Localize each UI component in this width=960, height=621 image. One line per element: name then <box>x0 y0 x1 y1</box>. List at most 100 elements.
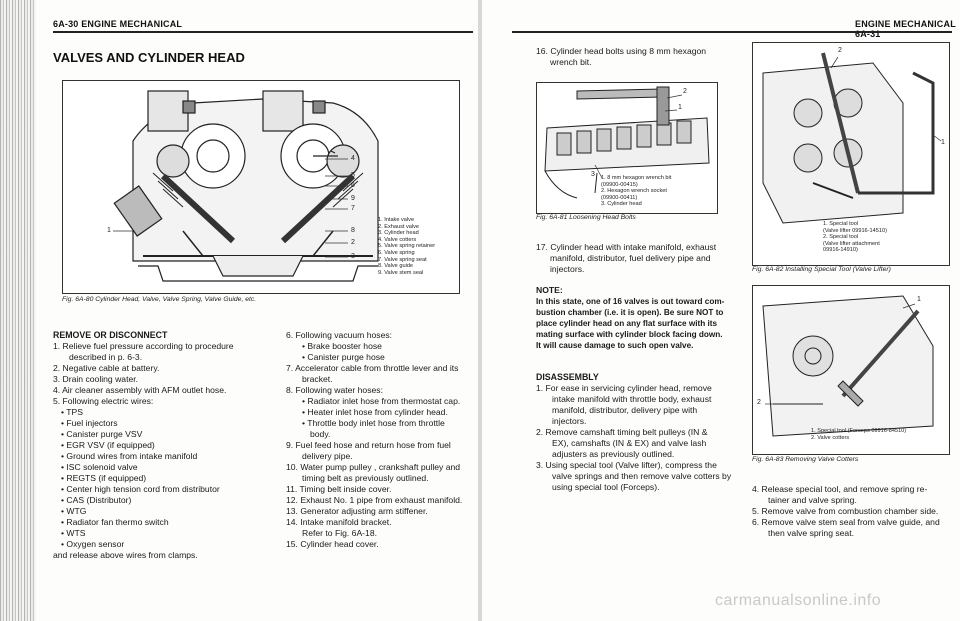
legend-item: 1. Special tool <box>823 221 859 227</box>
wire-item: ISC solenoid valve <box>53 462 278 473</box>
note-line: It will cause damage to such open valve. <box>536 341 694 350</box>
instruction-line: 16. Cylinder head bolts using 8 mm hexag… <box>536 46 707 56</box>
instruction-line: 4. Air cleaner assembly with AFM outlet … <box>53 385 227 395</box>
step-17: 17. Cylinder head with intake manifold, … <box>536 242 736 275</box>
right-header-rule <box>512 31 952 33</box>
left-header-rule <box>53 31 473 33</box>
figure-6a-80: 1 4 5 6 9 7 8 2 3 1. Intake valve 2. Exh… <box>62 80 460 294</box>
wire-item: TPS <box>53 407 278 418</box>
wire-item: Fuel injectors <box>53 418 278 429</box>
legend-item: 2. Hexagon wrench socket <box>601 188 667 195</box>
callout-1: 1 <box>917 296 921 303</box>
legend-item: 1. 8 mm hexagon wrench bit <box>601 175 672 181</box>
legend-item: 1. Intake valve <box>378 217 415 223</box>
figure-caption: Fig. 6A-81 Loosening Head Bolts <box>536 214 636 221</box>
instruction-line: wrench bit. <box>550 57 592 67</box>
instruction-line: described in p. 6-3. <box>69 352 143 362</box>
instruction-line: 12. Exhaust No. 1 pipe from exhaust mani… <box>286 495 463 505</box>
wire-item: WTG <box>53 506 278 517</box>
section-title: VALVES AND CYLINDER HEAD <box>53 50 245 65</box>
note-block: NOTE: In this state, one of 16 valves is… <box>536 285 746 351</box>
legend-item: 3. Cylinder head <box>378 230 419 237</box>
remove-column-1: REMOVE OR DISCONNECT 1. Relieve fuel pre… <box>53 330 278 561</box>
legend-item: 9. Valve stem seal <box>378 269 424 276</box>
instruction-line: 3. Drain cooling water. <box>53 374 139 384</box>
instruction-line: then valve spring seat. <box>768 528 854 538</box>
figure-legend: 1. 8 mm hexagon wrench bit (09900-00415)… <box>601 175 671 208</box>
figure-caption: Fig. 6A-80 Cylinder Head, Valve, Valve S… <box>62 296 257 303</box>
hose-item: Brake booster hose <box>286 341 476 352</box>
remove-heading: REMOVE OR DISCONNECT <box>53 330 168 340</box>
callout-5: 5 <box>351 172 355 179</box>
instruction-line: 10. Water pump pulley , crankshaft pulle… <box>286 462 461 472</box>
wire-item: REGTS (if equipped) <box>53 473 278 484</box>
note-line: In this state, one of 16 valves is out t… <box>536 297 725 306</box>
instruction-line: delivery pipe. <box>302 451 353 461</box>
wire-item: Oxygen sensor <box>53 539 278 550</box>
instruction-line: 3. Using special tool (Valve lifter), co… <box>536 460 717 470</box>
legend-item: 5. Valve spring retainer <box>378 243 436 250</box>
figure-6a-81: 2 1 3 1. 8 mm hexagon wrench bit (09900-… <box>536 82 718 214</box>
instruction-line: 6. Remove valve stem seal from valve gui… <box>752 517 940 527</box>
wire-item: CAS (Distributor) <box>53 495 278 506</box>
instruction-line: adjusters as previously outlined. <box>552 449 675 459</box>
right-page-header: ENGINE MECHANICAL 6A-31 <box>855 19 956 39</box>
page-edge-decoration <box>0 0 36 621</box>
callout-4: 4 <box>351 155 355 162</box>
wire-item: Canister purge VSV <box>53 429 278 440</box>
callout-1: 1 <box>107 227 111 234</box>
note-line: bustion chamber (i.e. it is open). Be su… <box>536 308 724 317</box>
note-line: mating surface with cylinder block facin… <box>536 330 723 339</box>
callout-2: 2 <box>683 88 687 95</box>
instruction-line: body. <box>310 429 331 439</box>
instruction-line: 4. Release special tool, and remove spri… <box>752 484 928 494</box>
instruction-line: Refer to Fig. 6A-18. <box>302 528 377 538</box>
instruction-line: 8. Following water hoses: <box>286 385 383 395</box>
instruction-line: valve springs and then remove valve cott… <box>552 471 732 481</box>
note-line: place cylinder head on any flat surface … <box>536 319 718 328</box>
wire-item: Ground wires from intake manifold <box>53 451 278 462</box>
hose-item: Radiator inlet hose from thermostat cap. <box>286 396 476 407</box>
hose-item: Canister purge hose <box>286 352 476 363</box>
hose-item: Heater inlet hose from cylinder head. <box>286 407 476 418</box>
legend-item: 4. Valve cotters <box>378 236 417 243</box>
legend-item: (Valve lifter attachment <box>823 240 880 247</box>
figure-legend: 1. Special tool (Forceps 09916-84510) 2.… <box>811 428 906 441</box>
callout-2: 2 <box>838 47 842 54</box>
instruction-line: EX), camshafts (IN & EX) and valve lash <box>552 438 707 448</box>
remove-column-2: 6. Following vacuum hoses: Brake booster… <box>286 330 476 550</box>
instruction-line: 2. Negative cable at battery. <box>53 363 160 373</box>
legend-item: 7. Valve spring seat <box>378 256 427 263</box>
disassembly-heading: DISASSEMBLY <box>536 372 599 382</box>
instruction-line: 11. Timing belt inside cover. <box>286 484 392 494</box>
instruction-line: tainer and valve spring. <box>768 495 857 505</box>
callout-6: 6 <box>351 182 355 189</box>
legend-item: 3. Cylinder head <box>601 201 642 208</box>
wire-item: EGR VSV (if equipped) <box>53 440 278 451</box>
wire-item: WTS <box>53 528 278 539</box>
wire-item: Center high tension cord from distributo… <box>53 484 278 495</box>
left-page-header: 6A-30 ENGINE MECHANICAL <box>53 19 183 29</box>
instruction-line: 15. Cylinder head cover. <box>286 539 379 549</box>
instruction-line: timing belt as previously outlined. <box>302 473 429 483</box>
left-page: 6A-30 ENGINE MECHANICAL VALVES AND CYLIN… <box>0 0 478 621</box>
instruction-line: manifold, distributor, fuel delivery pip… <box>550 253 711 263</box>
legend-item: 2. Valve cotters <box>811 434 850 441</box>
figure-caption: Fig. 6A-82 Installing Special Tool (Valv… <box>752 266 891 273</box>
figure-caption: Fig. 6A-83 Removing Valve Cotters <box>752 456 859 463</box>
instruction-line: bracket. <box>302 374 333 384</box>
instruction-line: 5. Remove valve from combustion chamber … <box>752 506 939 516</box>
cylinder-head-drawing <box>113 90 379 282</box>
instruction-line: and release above wires from clamps. <box>53 550 198 560</box>
instruction-line: injectors. <box>552 416 587 426</box>
callout-1: 1 <box>678 104 682 111</box>
instruction-line: intake manifold with throttle body, exha… <box>552 394 712 404</box>
head-bolts-drawing <box>544 86 710 199</box>
legend-item: 1. Special tool (Forceps 09916-84510) <box>811 428 907 434</box>
instruction-line: 7. Accelerator cable from throttle lever… <box>286 363 459 373</box>
valve-lifter-drawing <box>762 52 942 224</box>
instruction-line: 14. Intake manifold bracket. <box>286 517 392 527</box>
legend-item: 8. Valve guide <box>378 263 414 270</box>
instruction-line: 2. Remove camshaft timing belt pulleys (… <box>536 427 708 437</box>
instruction-line: 17. Cylinder head with intake manifold, … <box>536 242 717 252</box>
